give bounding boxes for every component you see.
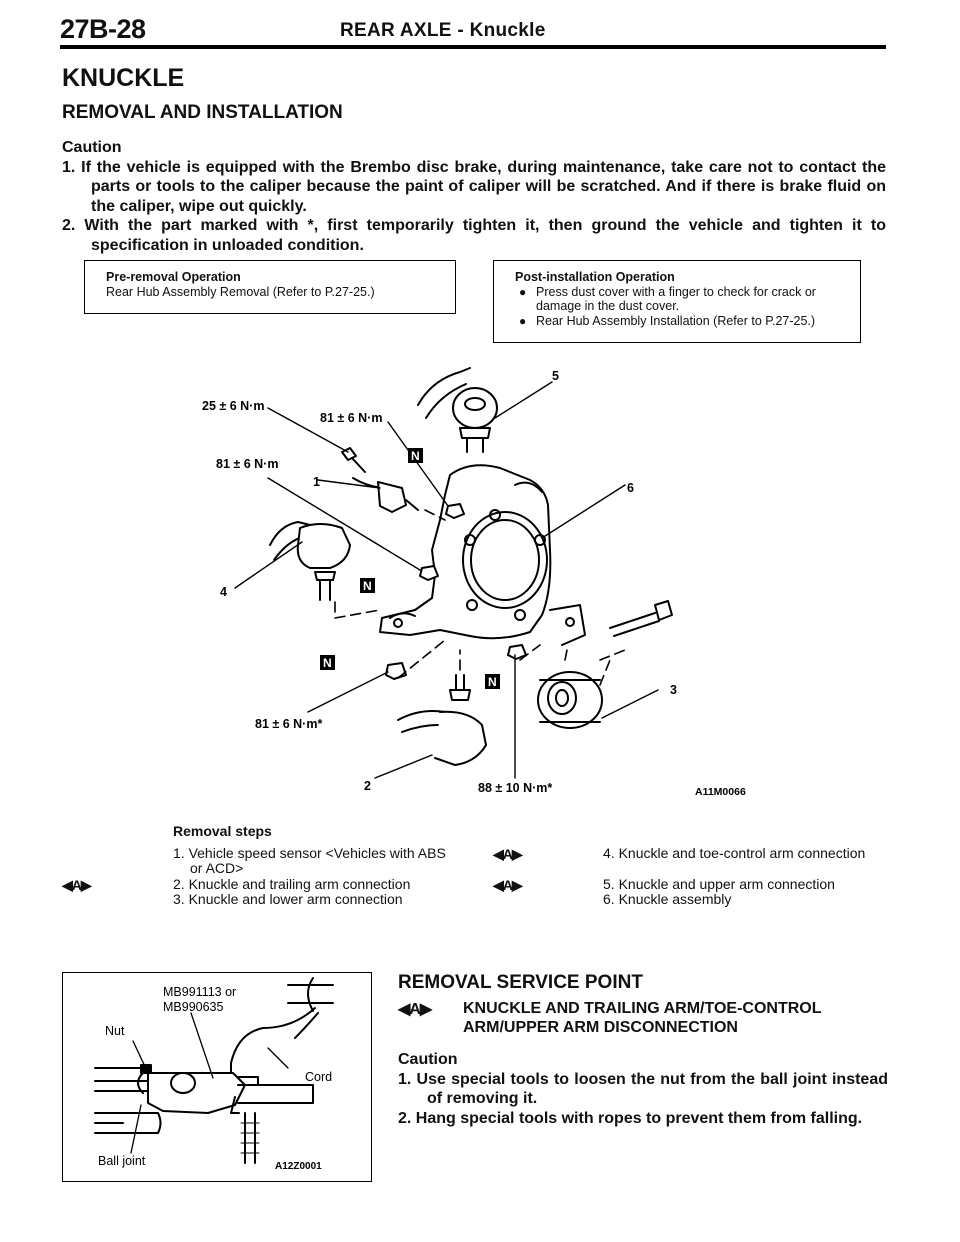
header-rule [60, 45, 886, 49]
trailing-arm-part [537, 671, 603, 729]
tool-drawing [94, 977, 334, 1164]
page-title: KNUCKLE [62, 64, 185, 92]
bullet-text: Rear Hub Assembly Installation (Refer to… [536, 313, 816, 328]
assembly-dashes [334, 509, 626, 686]
ball-joint-label: Ball joint [98, 1154, 146, 1168]
service-point-caution: Caution 1. Use special tools to loosen t… [398, 1050, 888, 1128]
page-number: 27B-28 [60, 14, 146, 44]
speed-sensor-part [352, 477, 419, 513]
page-subtitle: REMOVAL AND INSTALLATION [62, 102, 343, 123]
knuckle-part [379, 464, 586, 646]
service-caution-label: Caution [398, 1051, 458, 1068]
torque-label-25: 25 ± 6 N·m [202, 399, 264, 413]
nut-marker-3: N [323, 656, 332, 670]
nut-replace-markers [320, 448, 500, 689]
service-point-mark: ◀A▶ [398, 1001, 432, 1018]
bullet-text: Press dust cover with a finger to check … [536, 284, 816, 314]
leader-lines [234, 381, 659, 779]
long-bolt-part [609, 600, 673, 637]
removal-step-5: 5. Knuckle and upper arm connection [603, 877, 886, 892]
bullet-icon: ● [519, 284, 527, 299]
callout-2: 2 [364, 779, 371, 793]
post-installation-bullet-1: ● Press dust cover with a finger to check… [515, 285, 852, 314]
removal-step-6: 6. Knuckle assembly [603, 892, 886, 907]
upper-arm-part [417, 367, 498, 453]
callout-4: 4 [220, 585, 227, 599]
removal-step-4: 4. Knuckle and toe-control arm connectio… [603, 846, 886, 861]
cord-label: Cord [305, 1070, 332, 1084]
service-caution-item-1: 1. Use special tools to loosen the nut f… [398, 1070, 888, 1108]
removal-step-text: 3. Knuckle and lower arm connection [173, 891, 403, 907]
pre-removal-box: Pre-removal Operation Rear Hub Assembly … [84, 260, 456, 314]
callout-5: 5 [552, 369, 559, 383]
torque-label-81-b: 81 ± 6 N·m [216, 457, 278, 471]
sensor-bolt-part [341, 447, 366, 473]
post-installation-heading: Post-installation Operation [515, 270, 675, 284]
knuckle-exploded-diagram: N N N N 25 ± 6 N·m 81 ± 6 N·m 81 ± 6 N·m… [170, 360, 780, 810]
tool-label-line-2: MB990635 [163, 1000, 224, 1014]
caution-item-1: 1. If the vehicle is equipped with the B… [62, 158, 886, 215]
removal-step-text: 5. Knuckle and upper arm connection [603, 876, 835, 892]
section-heading: REAR AXLE - Knuckle [340, 20, 546, 41]
removal-step-text: 4. Knuckle and toe-control arm connectio… [603, 845, 866, 861]
tool-label-line-1: MB991113 or [163, 985, 236, 999]
toe-control-arm-part [269, 521, 351, 601]
caution-label: Caution [62, 139, 122, 156]
removal-step-text: 6. Knuckle assembly [603, 891, 732, 907]
torque-label-81-c: 81 ± 6 N·m* [255, 717, 322, 731]
service-point-subtitle: KNUCKLE AND TRAILING ARM/TOE-CONTROL ARM… [463, 1000, 822, 1036]
lower-arm-part [397, 674, 487, 766]
nut-label: Nut [105, 1024, 125, 1038]
bullet-icon: ● [519, 313, 527, 328]
removal-step-text: 2. Knuckle and trailing arm connection [173, 876, 411, 892]
figure-2-code: A12Z0001 [275, 1161, 322, 1172]
service-mark-step-4: ◀A▶ [493, 846, 523, 862]
service-mark-step-5: ◀A▶ [493, 877, 523, 893]
figure-code: A11M0066 [695, 786, 746, 798]
removal-step-text: 1. Vehicle speed sensor <Vehicles with A… [173, 845, 446, 876]
pre-removal-heading: Pre-removal Operation [106, 270, 241, 284]
nut-marker-4: N [488, 675, 497, 689]
caution-block: Caution 1. If the vehicle is equipped wi… [62, 138, 886, 255]
caution-item-2: 2. With the part marked with *, first te… [62, 217, 886, 254]
service-caution-item-2: 2. Hang special tools with ropes to prev… [398, 1109, 863, 1127]
removal-step-3: 3. Knuckle and lower arm connection [173, 892, 463, 907]
post-installation-box: Post-installation Operation ● Press dust … [493, 260, 861, 343]
service-mark-step-2: ◀A▶ [62, 877, 92, 893]
pre-removal-text: Rear Hub Assembly Removal (Refer to P.27… [106, 284, 375, 299]
nut-marker-2: N [363, 579, 372, 593]
removal-steps-heading: Removal steps [173, 823, 272, 839]
special-tool-figure: MB991113 or MB990635 Nut Cord Ball joint… [62, 972, 372, 1182]
torque-label-88: 88 ± 10 N·m* [478, 781, 552, 795]
nut-marker-1: N [411, 449, 420, 463]
removal-step-2: 2. Knuckle and trailing arm connection [173, 877, 463, 892]
callout-6: 6 [627, 481, 634, 495]
removal-step-1: 1. Vehicle speed sensor <Vehicles with A… [173, 846, 458, 876]
callout-3: 3 [670, 683, 677, 697]
callout-1: 1 [313, 475, 320, 489]
post-installation-bullet-2: ● Rear Hub Assembly Installation (Refer t… [515, 314, 852, 329]
tool-leader-lines [130, 1012, 289, 1154]
torque-label-81-a: 81 ± 6 N·m [320, 411, 382, 425]
service-point-title: REMOVAL SERVICE POINT [398, 972, 643, 993]
